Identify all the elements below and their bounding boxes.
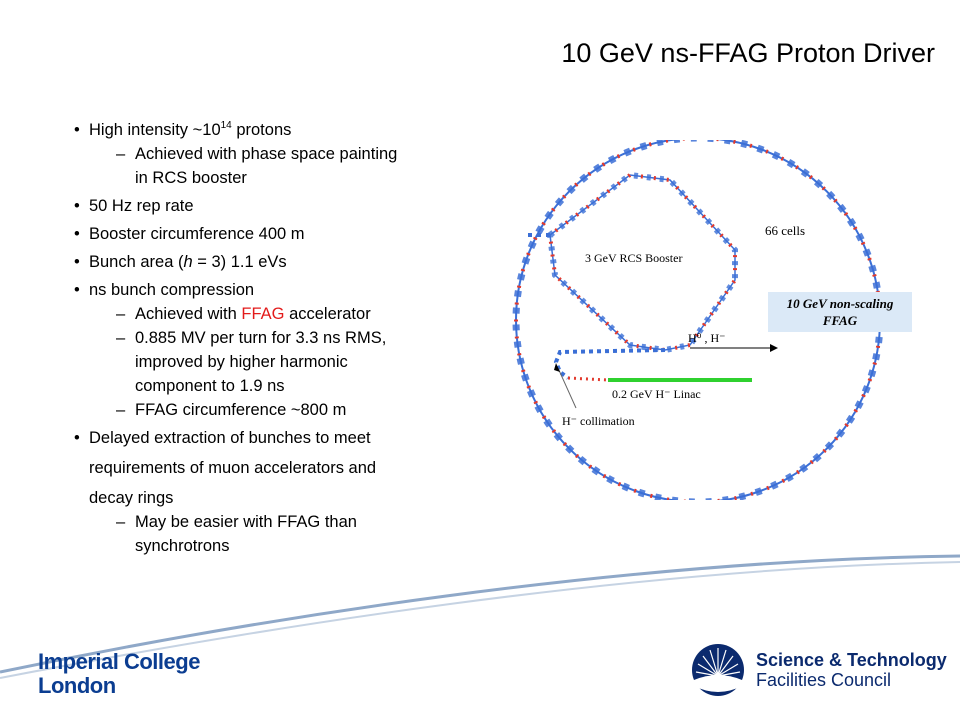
- bullet-rep-rate: • 50 Hz rep rate: [74, 197, 194, 215]
- beam-label: H⁰ , H⁻: [688, 331, 725, 345]
- booster-label: 3 GeV RCS Booster: [585, 251, 682, 265]
- bullet-compression: • ns bunch compression: [74, 281, 255, 299]
- ffag-label-box: [768, 292, 912, 332]
- bullet-bunch-area: • Bunch area (h = 3) 1.1 eVs: [74, 253, 287, 271]
- collimation-label: H⁻ collimation: [562, 414, 635, 428]
- linac-label: 0.2 GeV H⁻ Linac: [612, 387, 701, 401]
- bullet-list: • High intensity ~1014 protons – Achieve…: [74, 114, 494, 558]
- accelerator-layout-diagram: 66 cells 3 GeV RCS Booster 10 GeV non-sc…: [512, 140, 912, 500]
- stfc-logo: Science & Technology Facilities Council: [690, 642, 947, 698]
- ffag-label-l1: 10 GeV non-scaling: [787, 296, 894, 311]
- sub-bullet-voltage: – 0.885 MV per turn for 3.3 ns RMS, impr…: [116, 329, 387, 395]
- bullet-intensity: • High intensity ~1014 protons: [74, 120, 292, 140]
- bullet-delayed-extraction: • Delayed extraction of bunches to meet …: [74, 429, 377, 507]
- sub-bullet-synchrotrons: – May be easier with FFAG than synchrotr…: [116, 513, 357, 555]
- bullet-booster-circumference: • Booster circumference 400 m: [74, 225, 305, 243]
- sub-bullet-ffag-accelerator: – Achieved with FFAG accelerator: [116, 305, 371, 323]
- cells-label: 66 cells: [765, 223, 805, 238]
- slide-title: 10 GeV ns-FFAG Proton Driver: [561, 38, 935, 68]
- stfc-sunburst-icon: [692, 644, 744, 696]
- imperial-college-logo: Imperial College London: [38, 649, 200, 698]
- sub-bullet-ffag-circumference: – FFAG circumference ~800 m: [116, 401, 347, 419]
- sub-bullet-painting: – Achieved with phase space painting in …: [116, 145, 398, 187]
- ffag-label-l2: FFAG: [822, 313, 858, 328]
